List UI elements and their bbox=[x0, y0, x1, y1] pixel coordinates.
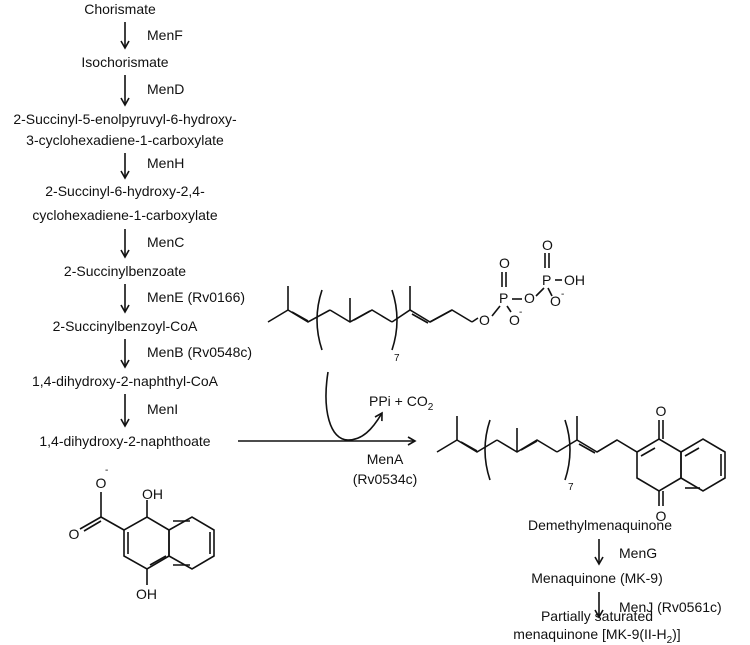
dhna-o-upper: O bbox=[96, 475, 107, 491]
demethylmenaquinone-structure: 7 bbox=[436, 416, 726, 506]
dmk-repeat-n: 7 bbox=[568, 482, 574, 493]
pp-charge2: - bbox=[561, 289, 564, 300]
pp-o5: O bbox=[542, 237, 553, 253]
pp-o2: O bbox=[499, 255, 510, 271]
enzyme-menh: MenH bbox=[147, 155, 184, 171]
enzyme-menf: MenF bbox=[147, 27, 183, 43]
enzyme-meng: MenG bbox=[619, 545, 657, 561]
pp-o3: O bbox=[509, 312, 520, 328]
dmk-o-top: O bbox=[656, 403, 667, 419]
compound-osb: 2-Succinylbenzoate bbox=[64, 263, 186, 279]
pp-bond1 bbox=[491, 305, 501, 317]
pp-bond6 bbox=[535, 287, 545, 297]
compound-partially-saturated-line1: Partially saturated bbox=[541, 608, 653, 624]
pp-o1: O bbox=[479, 312, 490, 328]
compound-sephchc-line1: 2-Succinyl-5-enolpyruvyl-6-hydroxy- bbox=[13, 111, 237, 127]
dhna-o-lower: O bbox=[69, 526, 80, 542]
compound-menaquinone: Menaquinone (MK-9) bbox=[531, 570, 663, 586]
enzyme-mend: MenD bbox=[147, 81, 184, 97]
pp-bond4 bbox=[506, 305, 512, 313]
enzyme-meni: MenI bbox=[147, 401, 178, 417]
enzyme-menc: MenC bbox=[147, 234, 184, 250]
enzyme-menj: MenJ (Rv0561c) bbox=[619, 599, 722, 615]
dmk-o-bottom: O bbox=[656, 508, 667, 524]
pp-o6: O bbox=[550, 293, 561, 309]
pp-p2: P bbox=[542, 272, 551, 288]
compound-demethylmenaquinone: Demethylmenaquinone bbox=[528, 517, 672, 533]
enzyme-menb: MenB (Rv0548c) bbox=[147, 344, 252, 360]
compound-sephchc-line2: 3-cyclohexadiene-1-carboxylate bbox=[26, 132, 224, 148]
compound-shchc-line2: cyclohexadiene-1-carboxylate bbox=[32, 207, 217, 223]
compound-dhna: 1,4-dihydroxy-2-naphthoate bbox=[39, 433, 210, 449]
prenyl-repeat-n: 7 bbox=[394, 353, 400, 364]
enzyme-mena: MenA bbox=[367, 451, 404, 467]
enzyme-mena-locus: (Rv0534c) bbox=[353, 471, 418, 487]
pp-oh: OH bbox=[564, 272, 585, 288]
prenyl-diphosphate-structure: 7 bbox=[267, 286, 479, 364]
dhna-oh-top: OH bbox=[142, 486, 163, 502]
dhna-structure bbox=[79, 492, 215, 585]
compound-osb-coa: 2-Succinylbenzoyl-CoA bbox=[53, 318, 198, 334]
compound-dhna-coa: 1,4-dihydroxy-2-naphthyl-CoA bbox=[32, 373, 219, 389]
enzyme-mene: MenE (Rv0166) bbox=[147, 289, 245, 305]
pp-charge1: - bbox=[519, 307, 522, 318]
compound-isochorismate: Isochorismate bbox=[81, 54, 168, 70]
arrow-ppi-release bbox=[325, 371, 383, 441]
compound-partially-saturated-line2: menaquinone [MK-9(II-H2)] bbox=[513, 626, 680, 645]
dhna-oh-bottom: OH bbox=[136, 586, 157, 602]
compound-shchc-line1: 2-Succinyl-6-hydroxy-2,4- bbox=[45, 183, 205, 199]
byproduct-ppi-co2: PPi + CO2 bbox=[369, 393, 434, 413]
dhna-charge: - bbox=[105, 465, 108, 476]
pp-o4: O bbox=[524, 290, 535, 306]
compound-chorismate: Chorismate bbox=[84, 1, 156, 17]
pp-p1: P bbox=[499, 290, 508, 306]
pp-bond10 bbox=[547, 287, 553, 297]
